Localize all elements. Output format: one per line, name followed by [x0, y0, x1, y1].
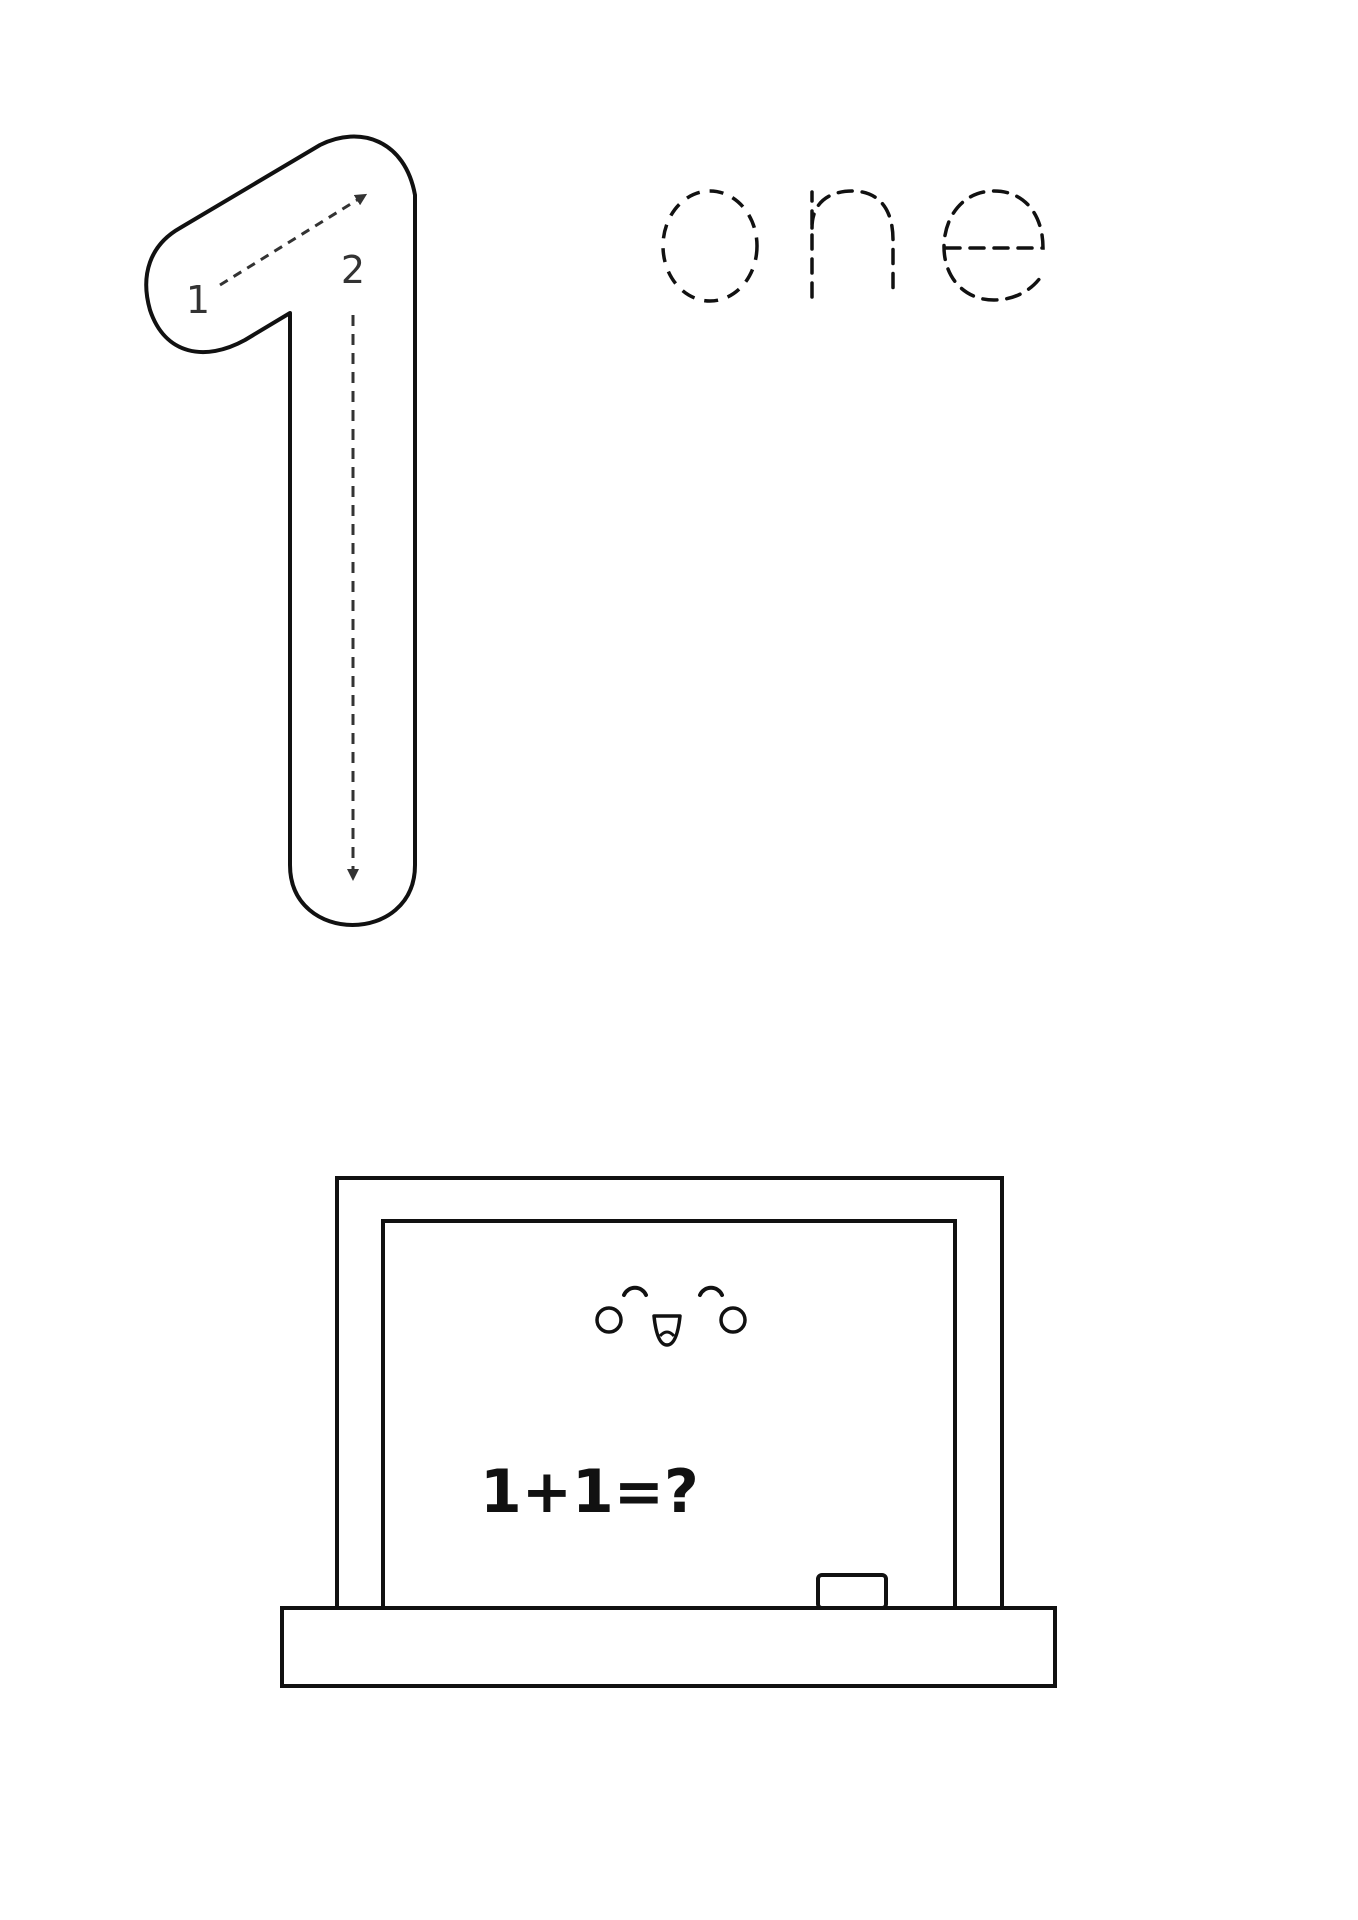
numeral-one-outline — [144, 134, 417, 927]
left-cheek — [595, 1306, 623, 1334]
traced-letter-n — [810, 189, 895, 299]
stroke-two-number: 2 — [341, 248, 365, 292]
traced-letter-e — [942, 189, 1045, 302]
right-eye — [698, 1285, 724, 1297]
chalkboard-surface — [381, 1219, 957, 1610]
stroke-one-number: 1 — [186, 278, 210, 322]
chalkboard-icon: 1+1=? — [280, 1176, 1057, 1688]
chalk-piece-icon — [816, 1573, 888, 1610]
tongue — [658, 1330, 676, 1338]
tracing-word-one — [661, 189, 1045, 303]
traced-letter-o — [661, 189, 759, 303]
right-cheek — [719, 1306, 747, 1334]
chalkboard-equation: 1+1=? — [480, 1457, 699, 1527]
left-eye — [622, 1285, 648, 1297]
stroke-one-guide-arrow — [219, 193, 368, 287]
smiling-face-icon — [595, 1285, 747, 1347]
chalk-tray — [280, 1606, 1057, 1688]
